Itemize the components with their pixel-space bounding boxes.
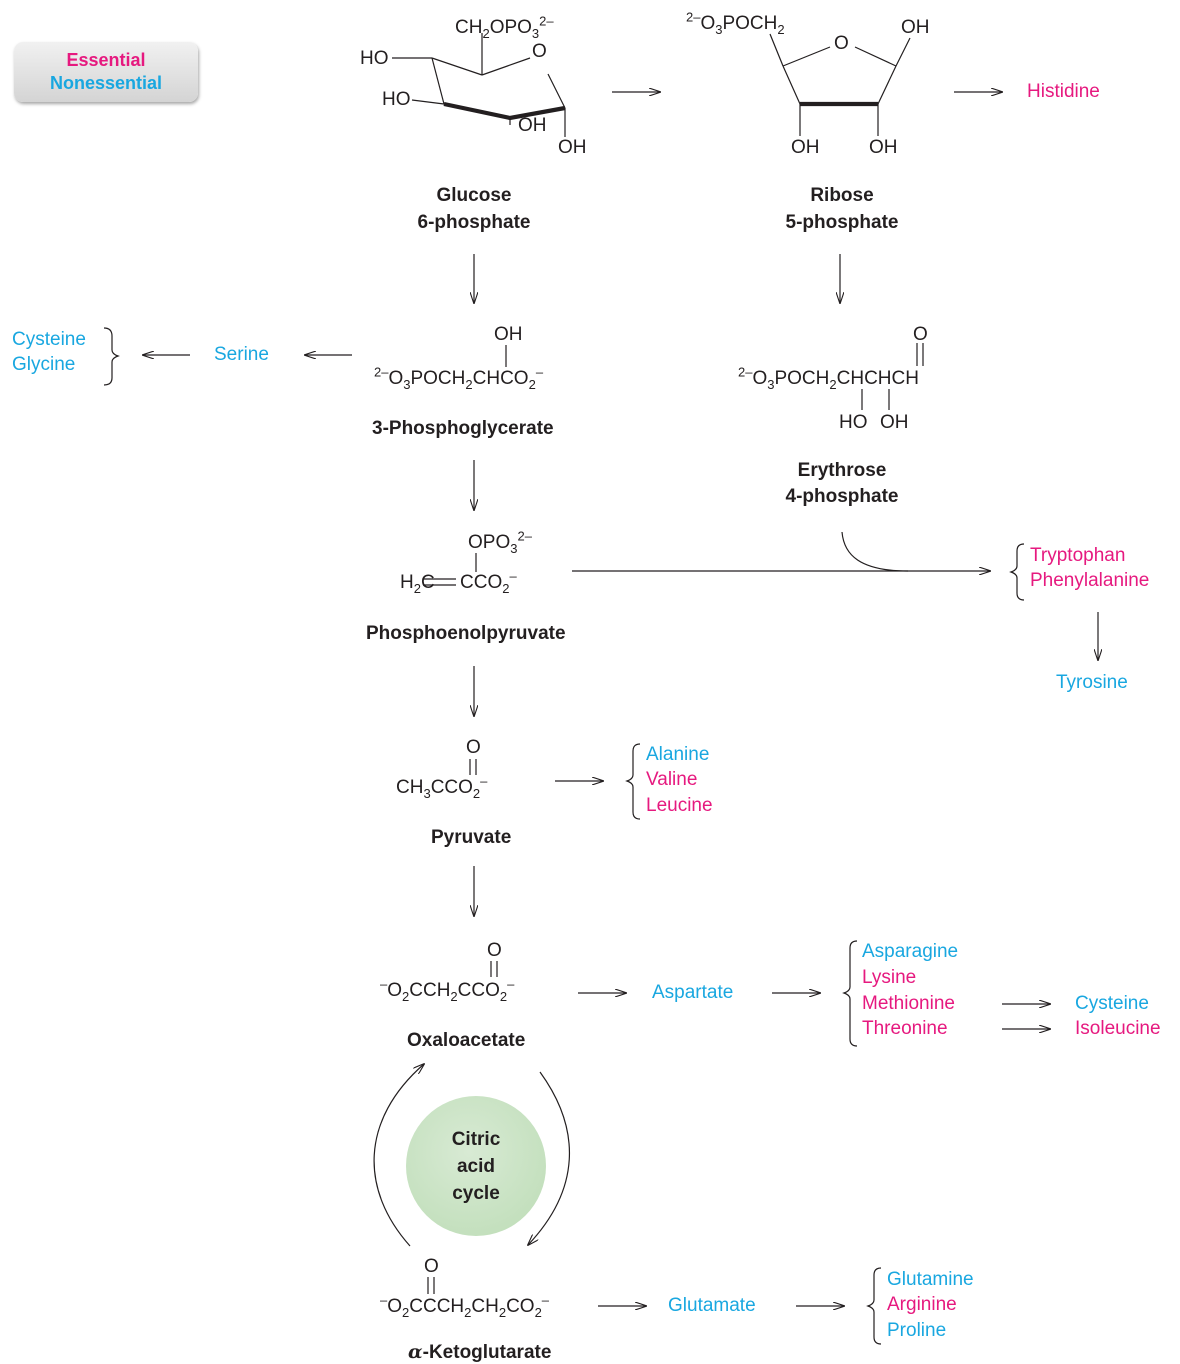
e4p-carbonyl-o: O [913, 324, 928, 345]
g6p-name-line2: 6-phosphate [417, 212, 531, 233]
bracket-tryptophan-phenylalanine [1009, 543, 1025, 601]
pg3-oh: OH [494, 324, 523, 345]
oaa-formula: –O2CCH2CCO2– [380, 976, 515, 1004]
r5p-o3poch2-label: 2–O3POCH2 [686, 9, 785, 37]
e4p-formula: 2–O3POCH2CHCHCH [738, 364, 919, 392]
pep-name: Phosphoenolpyruvate [366, 623, 566, 644]
r5p-oh-2: OH [869, 137, 898, 158]
g6p-ch2opo3-label: CH2OPO32– [455, 13, 554, 41]
oaa-carbonyl-o: O [487, 940, 502, 961]
bracket-cysteine-glycine [103, 327, 120, 386]
g6p-oh-1: OH [518, 115, 547, 136]
r5p-name-line1: Ribose [810, 185, 874, 206]
r5p-name-line2: 5-phosphate [785, 212, 899, 233]
e4p-name-line2: 4-phosphate [785, 486, 899, 507]
r5p-ring-oxygen: O [834, 33, 849, 54]
pep-h2c: H2C [400, 572, 435, 596]
amino-glutamate: Glutamate [668, 1295, 756, 1316]
e4p-oh: OH [880, 412, 909, 433]
arrow-e4p-merge [841, 531, 909, 572]
legend-nonessential: Nonessential [49, 73, 163, 93]
citric-acid-cycle-label: Citric acid cycle [451, 1128, 501, 1204]
amino-serine: Serine [214, 344, 269, 365]
akg-formula: –O2CCCH2CH2CO2– [380, 1292, 550, 1320]
amino-tryptophan: Tryptophan [1030, 545, 1126, 566]
legend-essential: Essential [66, 50, 146, 70]
amino-glycine: Glycine [12, 354, 76, 375]
pyr-carbonyl-o: O [466, 737, 481, 758]
arrow-cycle-left [373, 1064, 424, 1247]
amino-phenylalanine: Phenylalanine [1030, 570, 1150, 591]
e4p-ho: HO [839, 412, 868, 433]
pg3-name: 3-Phosphoglycerate [372, 418, 554, 439]
glucose-ring [392, 33, 566, 137]
g6p-ho-2: HO [382, 89, 411, 110]
pg3-formula: 2–O3POCH2CHCO2– [374, 364, 544, 392]
amino-leucine: Leucine [646, 795, 713, 816]
akg-carbonyl-o: O [424, 1256, 439, 1277]
amino-arginine: Arginine [887, 1294, 957, 1315]
amino-aspartate: Aspartate [652, 982, 734, 1003]
akg-name: α-Ketoglutarate [408, 1341, 552, 1363]
amino-glutamine: Glutamine [887, 1269, 974, 1290]
pyr-name: Pyruvate [431, 827, 512, 848]
amino-cysteine-from-methionine: Cysteine [1075, 993, 1149, 1014]
pep-cco2: CCO2– [460, 568, 517, 596]
amino-histidine: Histidine [1027, 81, 1100, 102]
citric-acid-cycle: Citric acid cycle [406, 1096, 546, 1236]
ribose-ring [769, 33, 911, 136]
bracket-alanine-group [625, 743, 641, 820]
g6p-name-line1: Glucose [436, 185, 512, 206]
arrow-cycle-right [528, 1071, 571, 1245]
pyr-formula: CH3CCO2– [396, 773, 488, 801]
amino-valine: Valine [646, 769, 698, 790]
bracket-asparagine-group [842, 940, 858, 1047]
amino-threonine: Threonine [862, 1018, 948, 1039]
amino-cysteine-from-serine: Cysteine [12, 329, 86, 350]
amino-proline: Proline [887, 1320, 947, 1341]
amino-alanine: Alanine [646, 744, 710, 765]
r5p-oh-top: OH [901, 17, 930, 38]
bracket-glutamine-group [866, 1267, 882, 1345]
pep-opo3: OPO32– [468, 528, 532, 556]
amino-lysine: Lysine [862, 967, 917, 988]
amino-tyrosine: Tyrosine [1056, 672, 1128, 693]
r5p-oh-1: OH [791, 137, 820, 158]
g6p-ho-1: HO [360, 48, 389, 69]
amino-isoleucine: Isoleucine [1075, 1018, 1161, 1039]
g6p-ring-oxygen: O [532, 41, 547, 62]
g6p-oh-2: OH [558, 137, 587, 158]
e4p-name-line1: Erythrose [797, 460, 887, 481]
legend: Essential Nonessential [14, 42, 198, 102]
amino-methionine: Methionine [862, 993, 955, 1014]
oaa-name: Oxaloacetate [407, 1030, 526, 1051]
amino-asparagine: Asparagine [862, 941, 959, 962]
